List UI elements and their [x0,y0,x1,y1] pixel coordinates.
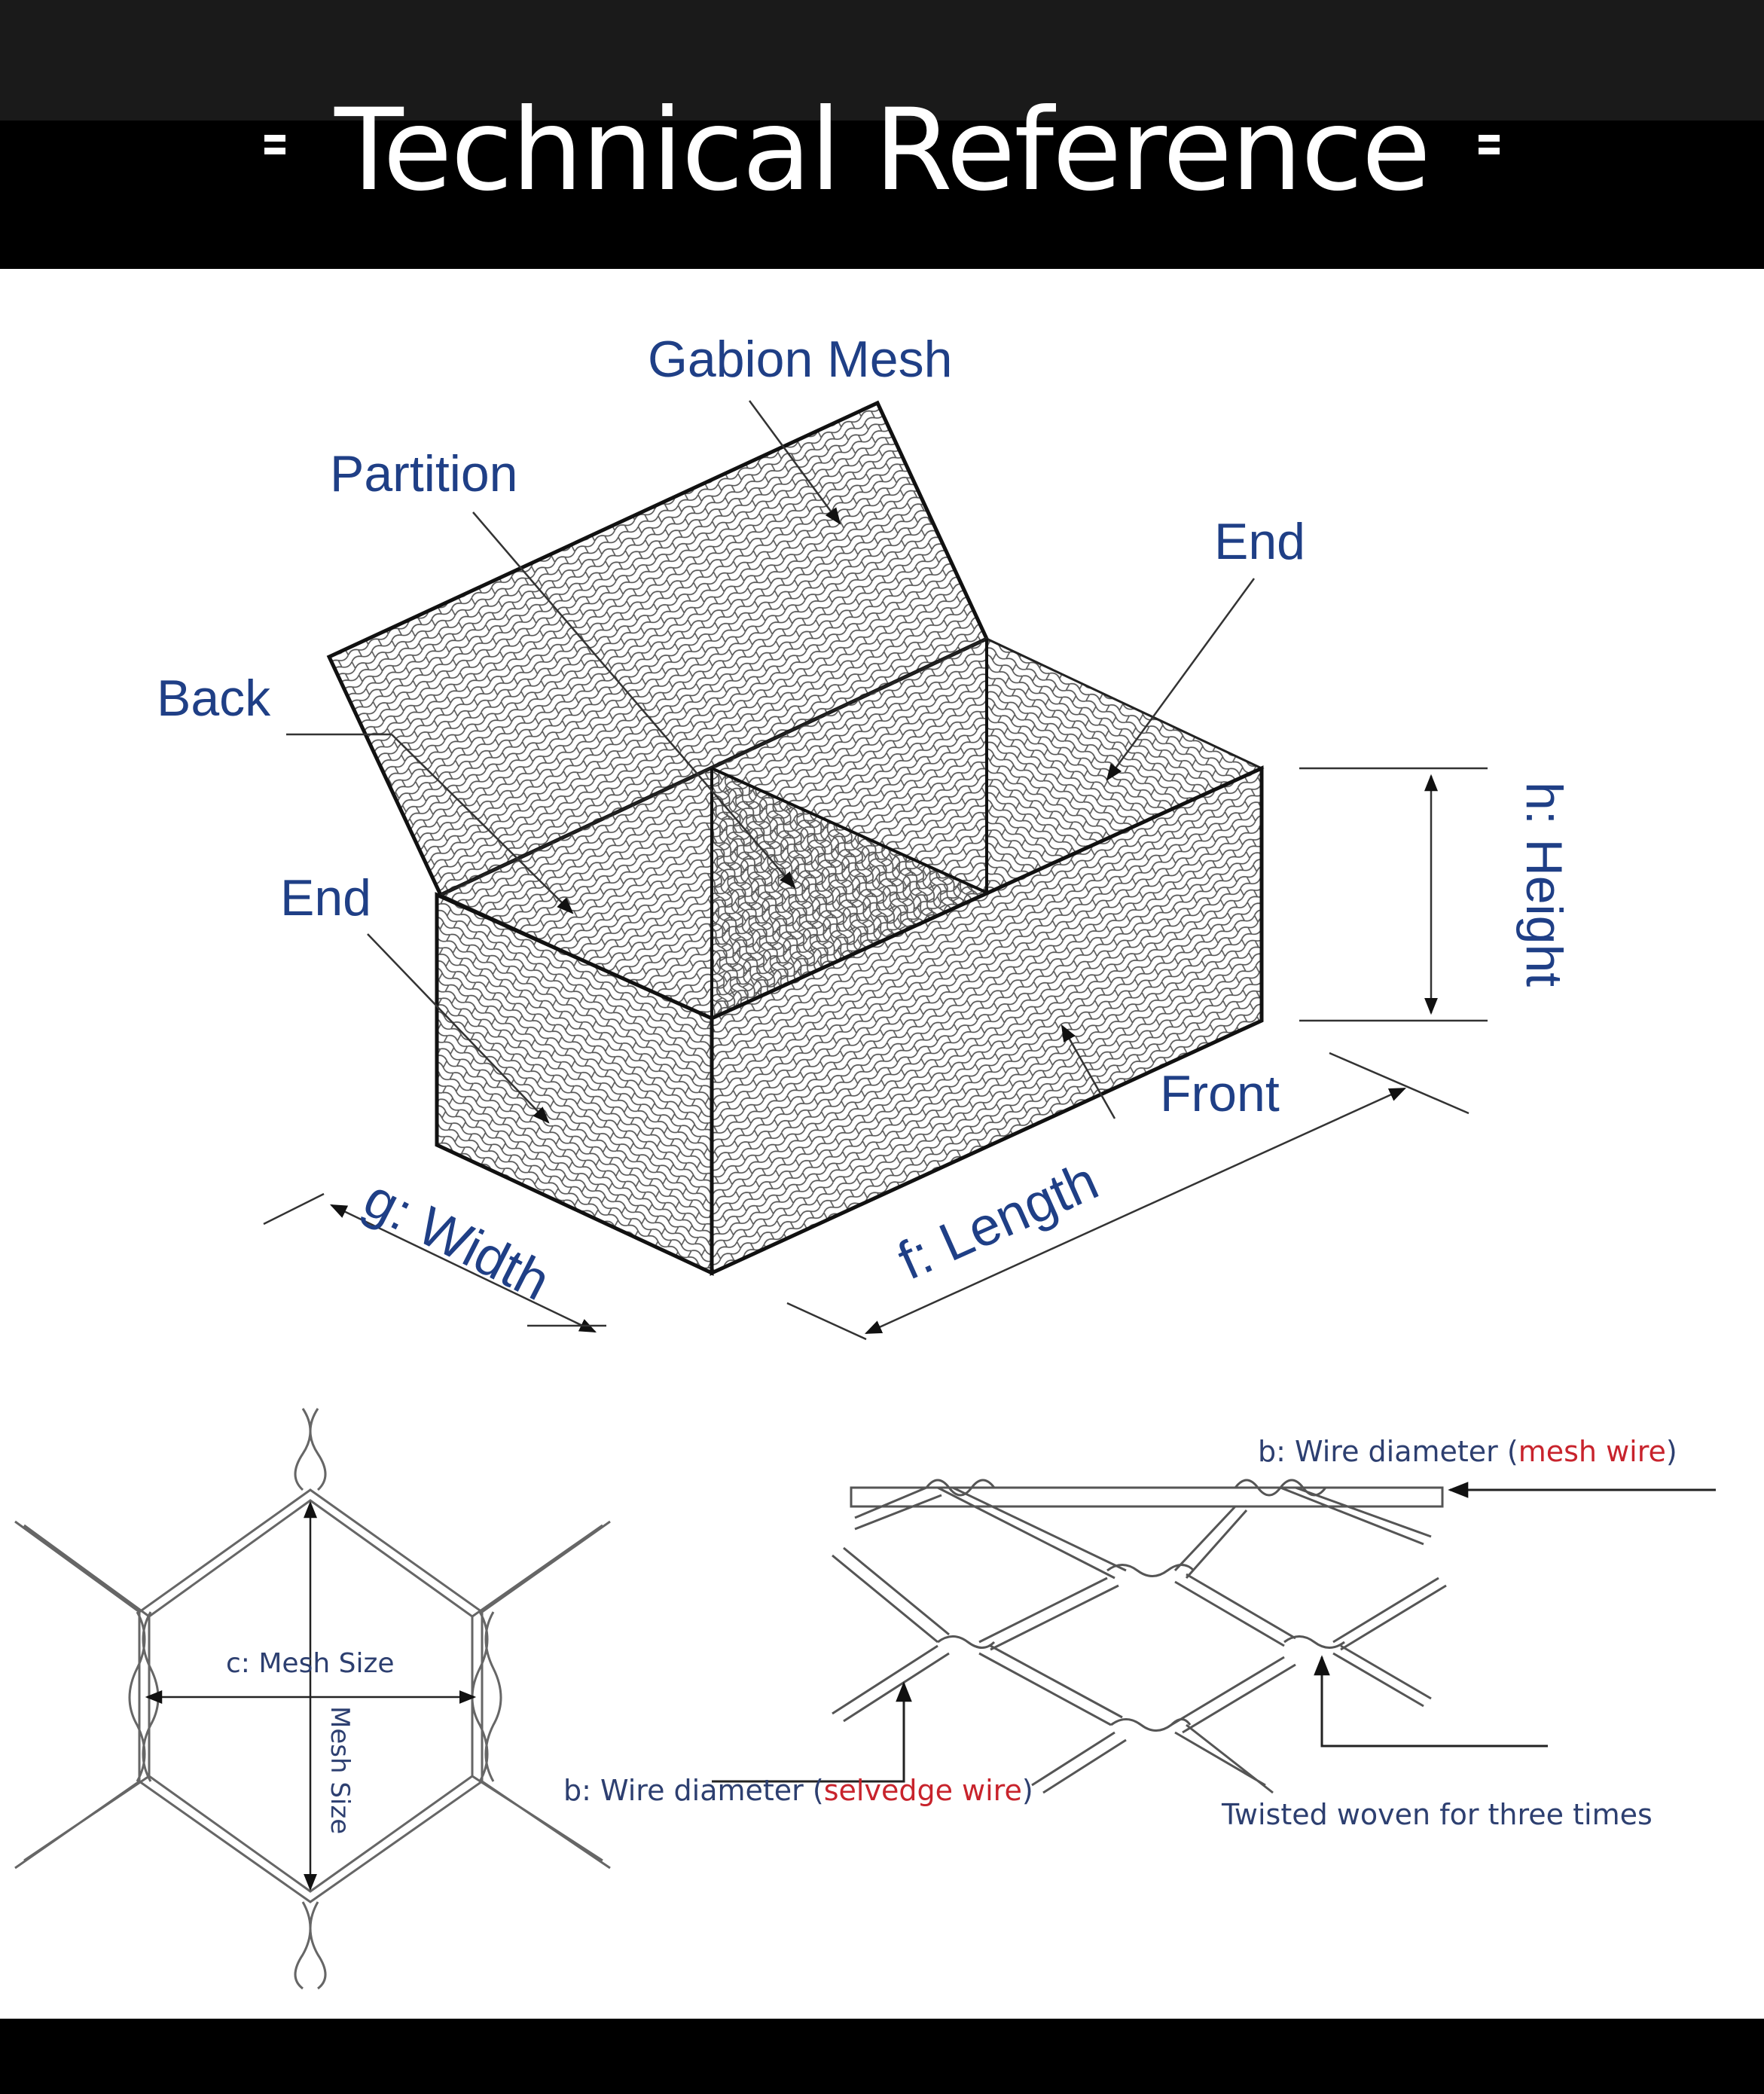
label-gabion-mesh: Gabion Mesh [648,331,952,388]
selvedge-suffix: ) [1022,1774,1033,1807]
label-width: g: Width [355,1168,560,1312]
label-mesh-size-vertical: Mesh Size [325,1706,355,1834]
label-selvedge-wire-diameter: b: Wire diameter (selvedge wire) [563,1774,1033,1807]
page-title: Technical Reference [334,85,1431,216]
leader-lines [286,400,1256,1124]
label-end-right: End [1214,513,1305,570]
label-end-left: End [280,869,371,926]
label-twisted-woven: Twisted woven for three times [1221,1798,1653,1831]
title-row: Technical Reference [0,83,1764,218]
gabion-box [326,400,1265,1276]
mesh-wire-suffix: ) [1666,1435,1677,1468]
label-mesh-size-horizontal: c: Mesh Size [226,1648,395,1679]
label-mesh-wire-diameter: b: Wire diameter (mesh wire) [1258,1435,1677,1468]
gabion-front-panel [710,765,1264,1276]
wire-callout-lines [712,1482,1716,1783]
hexagon-mesh-detail [14,1408,611,1990]
dimension-lines [263,767,1488,1341]
label-partition: Partition [330,445,517,502]
selvedge-prefix: b: Wire diameter ( [563,1774,824,1807]
label-back: Back [157,670,271,727]
mesh-wire-prefix: b: Wire diameter ( [1258,1435,1518,1468]
header-bar [0,121,1764,269]
equals-decoration-right [1478,135,1500,154]
mesh-size-arrows [145,1500,477,1891]
top-band [0,0,1764,121]
equals-decoration-left [264,135,285,154]
label-front: Front [1160,1065,1280,1122]
label-height: h: Height [1515,782,1573,987]
footer-bar [0,2021,1764,2094]
mesh-wire-highlight: mesh wire [1518,1435,1666,1468]
selvedge-highlight: selvedge wire [824,1774,1022,1807]
wire-weave-detail [832,1479,1447,1794]
